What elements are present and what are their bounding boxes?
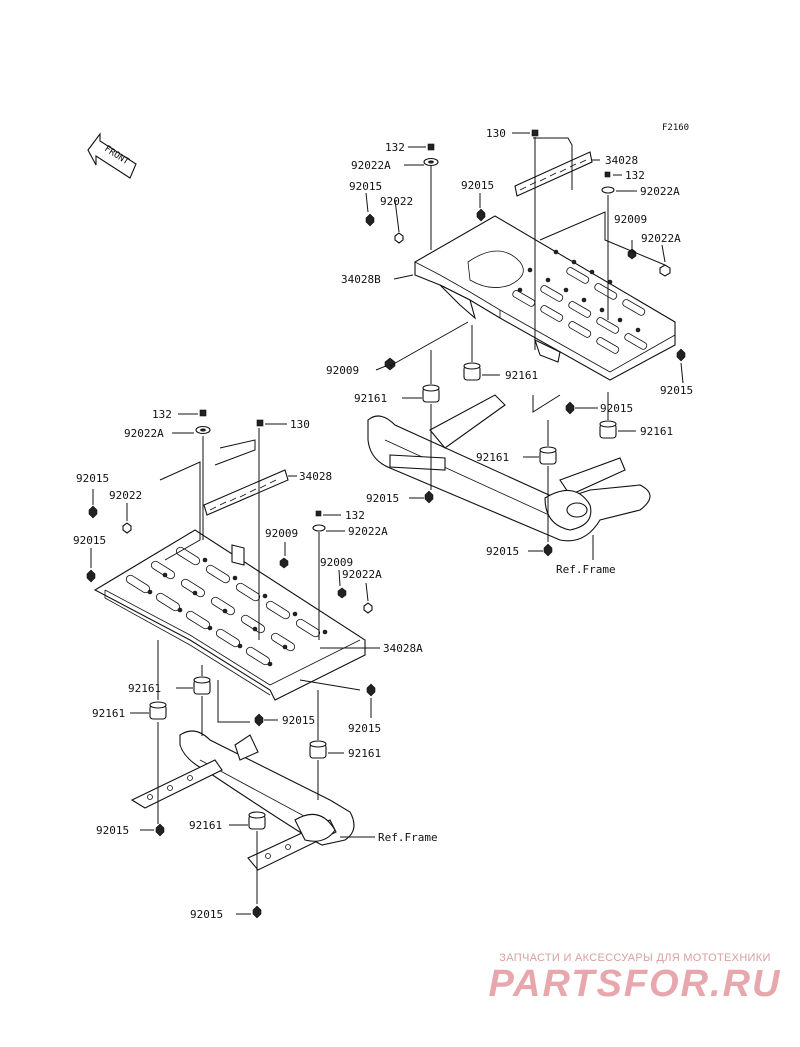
upper-carrier-plate: [414, 215, 676, 381]
part-label: 92015: [349, 180, 382, 193]
part-label: 92015: [73, 534, 106, 547]
watermark-tagline: ЗАПЧАСТИ И АКСЕССУАРЫ ДЛЯ МОТОТЕХНИКИ: [499, 952, 771, 964]
part-label: 92009: [326, 364, 359, 377]
ref-frame-label: Ref.Frame: [378, 831, 438, 844]
part-label: 132: [345, 509, 365, 522]
part-label: 92161: [92, 707, 125, 720]
part-label: 130: [486, 127, 506, 140]
part-label: 92009: [614, 213, 647, 226]
part-label: 34028: [605, 154, 638, 167]
part-label: 34028: [299, 470, 332, 483]
part-label: 92015: [660, 384, 693, 397]
part-label: 92022A: [351, 159, 391, 172]
part-label: 132: [625, 169, 645, 182]
ref-frame-label: Ref.Frame: [556, 563, 616, 576]
part-label: 92015: [461, 179, 494, 192]
part-label: 92161: [640, 425, 673, 438]
part-label: 92022: [109, 489, 142, 502]
part-label: 92009: [320, 556, 353, 569]
part-label: 92022A: [342, 568, 382, 581]
part-label: 92015: [348, 722, 381, 735]
part-label: 92015: [190, 908, 223, 921]
upper-rubber-mounts: [422, 362, 617, 465]
part-label: 34028B: [341, 273, 381, 286]
lower-rubber-mounts: [149, 676, 327, 830]
part-label: 92015: [486, 545, 519, 558]
upper-leader-lines: [365, 132, 684, 560]
part-label: 92161: [128, 682, 161, 695]
lower-fasteners: [86, 409, 376, 919]
upper-frame: [367, 394, 651, 542]
lower-plate-slots: [125, 546, 328, 667]
lower-frame: [130, 730, 355, 871]
part-label: 92022A: [124, 427, 164, 440]
lower-rubber-strip: [203, 469, 289, 516]
part-label: 34028A: [383, 642, 423, 655]
part-label: 92022: [380, 195, 413, 208]
lower-assembly: 132 130 92022A 34028 92015 92022 92015 9…: [73, 408, 438, 921]
part-label: 92161: [189, 819, 222, 832]
part-label: 132: [152, 408, 172, 421]
part-label: 92161: [505, 369, 538, 382]
lower-carrier-plate: [93, 529, 366, 701]
front-arrow: FRONT: [87, 132, 137, 179]
watermark: ЗАПЧАСТИ И АКСЕССУАРЫ ДЛЯ МОТОТЕХНИКИ PA…: [480, 952, 790, 1004]
part-label: 92015: [96, 824, 129, 837]
watermark-logo: PARTSFOR.RU: [488, 963, 782, 1005]
upper-rubber-strip: [514, 151, 593, 197]
upper-assembly: 132 92022A 92015 92022 92015 130 34028 1…: [326, 127, 693, 576]
part-label: 92015: [282, 714, 315, 727]
upper-plate-slots: [512, 249, 648, 354]
part-label: 92015: [76, 472, 109, 485]
part-label: 92015: [366, 492, 399, 505]
part-label: 92161: [476, 451, 509, 464]
part-label: 92161: [354, 392, 387, 405]
figure-code: F2160: [662, 123, 689, 133]
upper-fasteners: [365, 129, 686, 557]
part-label: 92022A: [641, 232, 681, 245]
part-label: 92022A: [640, 185, 680, 198]
lower-leader-lines: [90, 413, 380, 915]
part-label: 92161: [348, 747, 381, 760]
part-label: 132: [385, 141, 405, 154]
part-label: 92022A: [348, 525, 388, 538]
part-label: 92009: [265, 527, 298, 540]
part-label: 92015: [600, 402, 633, 415]
part-label: 130: [290, 418, 310, 431]
